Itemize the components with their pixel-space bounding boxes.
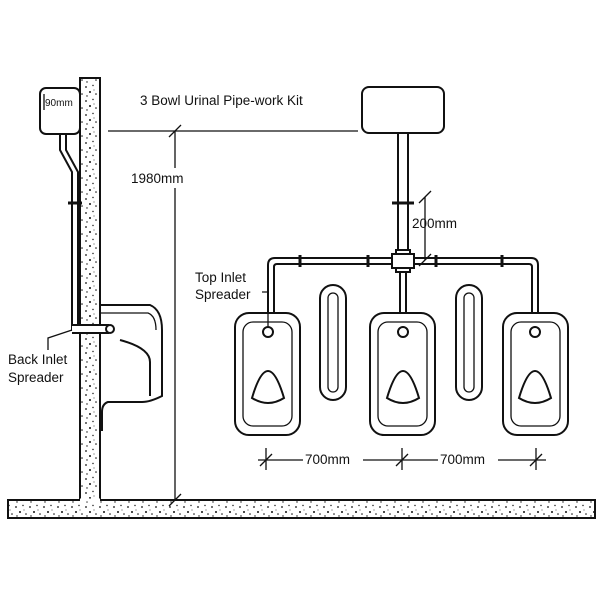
back-inlet-spreader: [72, 324, 109, 334]
spacing-tick-mid: [395, 453, 409, 467]
divider-left: [319, 284, 347, 401]
wall: [79, 77, 101, 501]
diagram-title: 3 Bowl Urinal Pipe-work Kit: [140, 93, 303, 108]
height-dim-tick-bottom: [168, 493, 182, 507]
height-label-bg: [128, 168, 214, 188]
urinal-bowl-center: [369, 312, 436, 436]
top-inlet-label-line2: Spreader: [195, 287, 251, 302]
cross-junction-body: [391, 253, 415, 269]
urinal-bowl-left: [234, 312, 301, 436]
front-down-pipe: [397, 133, 409, 251]
back-inlet-label-line2: Spreader: [8, 370, 64, 385]
divider-right: [455, 284, 483, 401]
urinal-bowl-right: [502, 312, 569, 436]
cistern-width-label: 90mm: [45, 98, 73, 109]
drop-dim-tick-top: [418, 190, 432, 204]
divider-right-inner: [463, 292, 475, 393]
divider-left-inner: [327, 292, 339, 393]
top-inlet-label-line1: Top Inlet: [195, 270, 246, 285]
height-label: 1980mm: [131, 171, 184, 186]
front-cistern: [361, 86, 445, 134]
side-cistern: [39, 87, 81, 135]
spacing-right-label-bg: [438, 451, 498, 468]
spacing-tick-right: [529, 453, 543, 467]
height-dim-tick-top: [168, 124, 182, 138]
side-urinal-profile: [100, 304, 163, 431]
spacing-left-label: 700mm: [305, 452, 350, 467]
side-flush-pipe: [59, 133, 79, 331]
side-urinal-inner: [119, 339, 151, 396]
side-urinal-lip: [100, 312, 157, 331]
spacing-left-label-bg: [303, 451, 363, 468]
back-inlet-leader: [47, 329, 73, 350]
spreader-pipe: [267, 257, 539, 330]
back-inlet-connector: [105, 324, 115, 334]
back-inlet-label-line1: Back Inlet: [8, 352, 68, 367]
spacing-tick-left: [259, 453, 273, 467]
spacing-right-label: 700mm: [440, 452, 485, 467]
drop-label: 200mm: [412, 216, 457, 231]
top-inlet-leader: [262, 291, 269, 326]
floor: [7, 499, 596, 519]
